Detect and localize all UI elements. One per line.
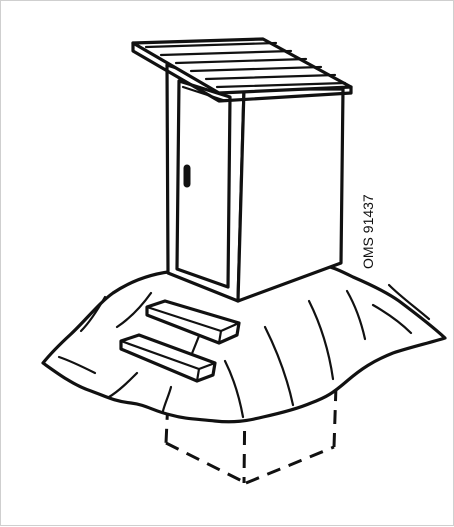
- roof: [131, 37, 353, 103]
- figure-code-label: OMS 91437: [360, 194, 376, 269]
- earth-mound: [41, 261, 447, 424]
- door-handle-icon: [183, 164, 191, 188]
- step-slabs: [119, 299, 241, 383]
- shelter-side-wall: [236, 87, 345, 303]
- door: [175, 79, 232, 289]
